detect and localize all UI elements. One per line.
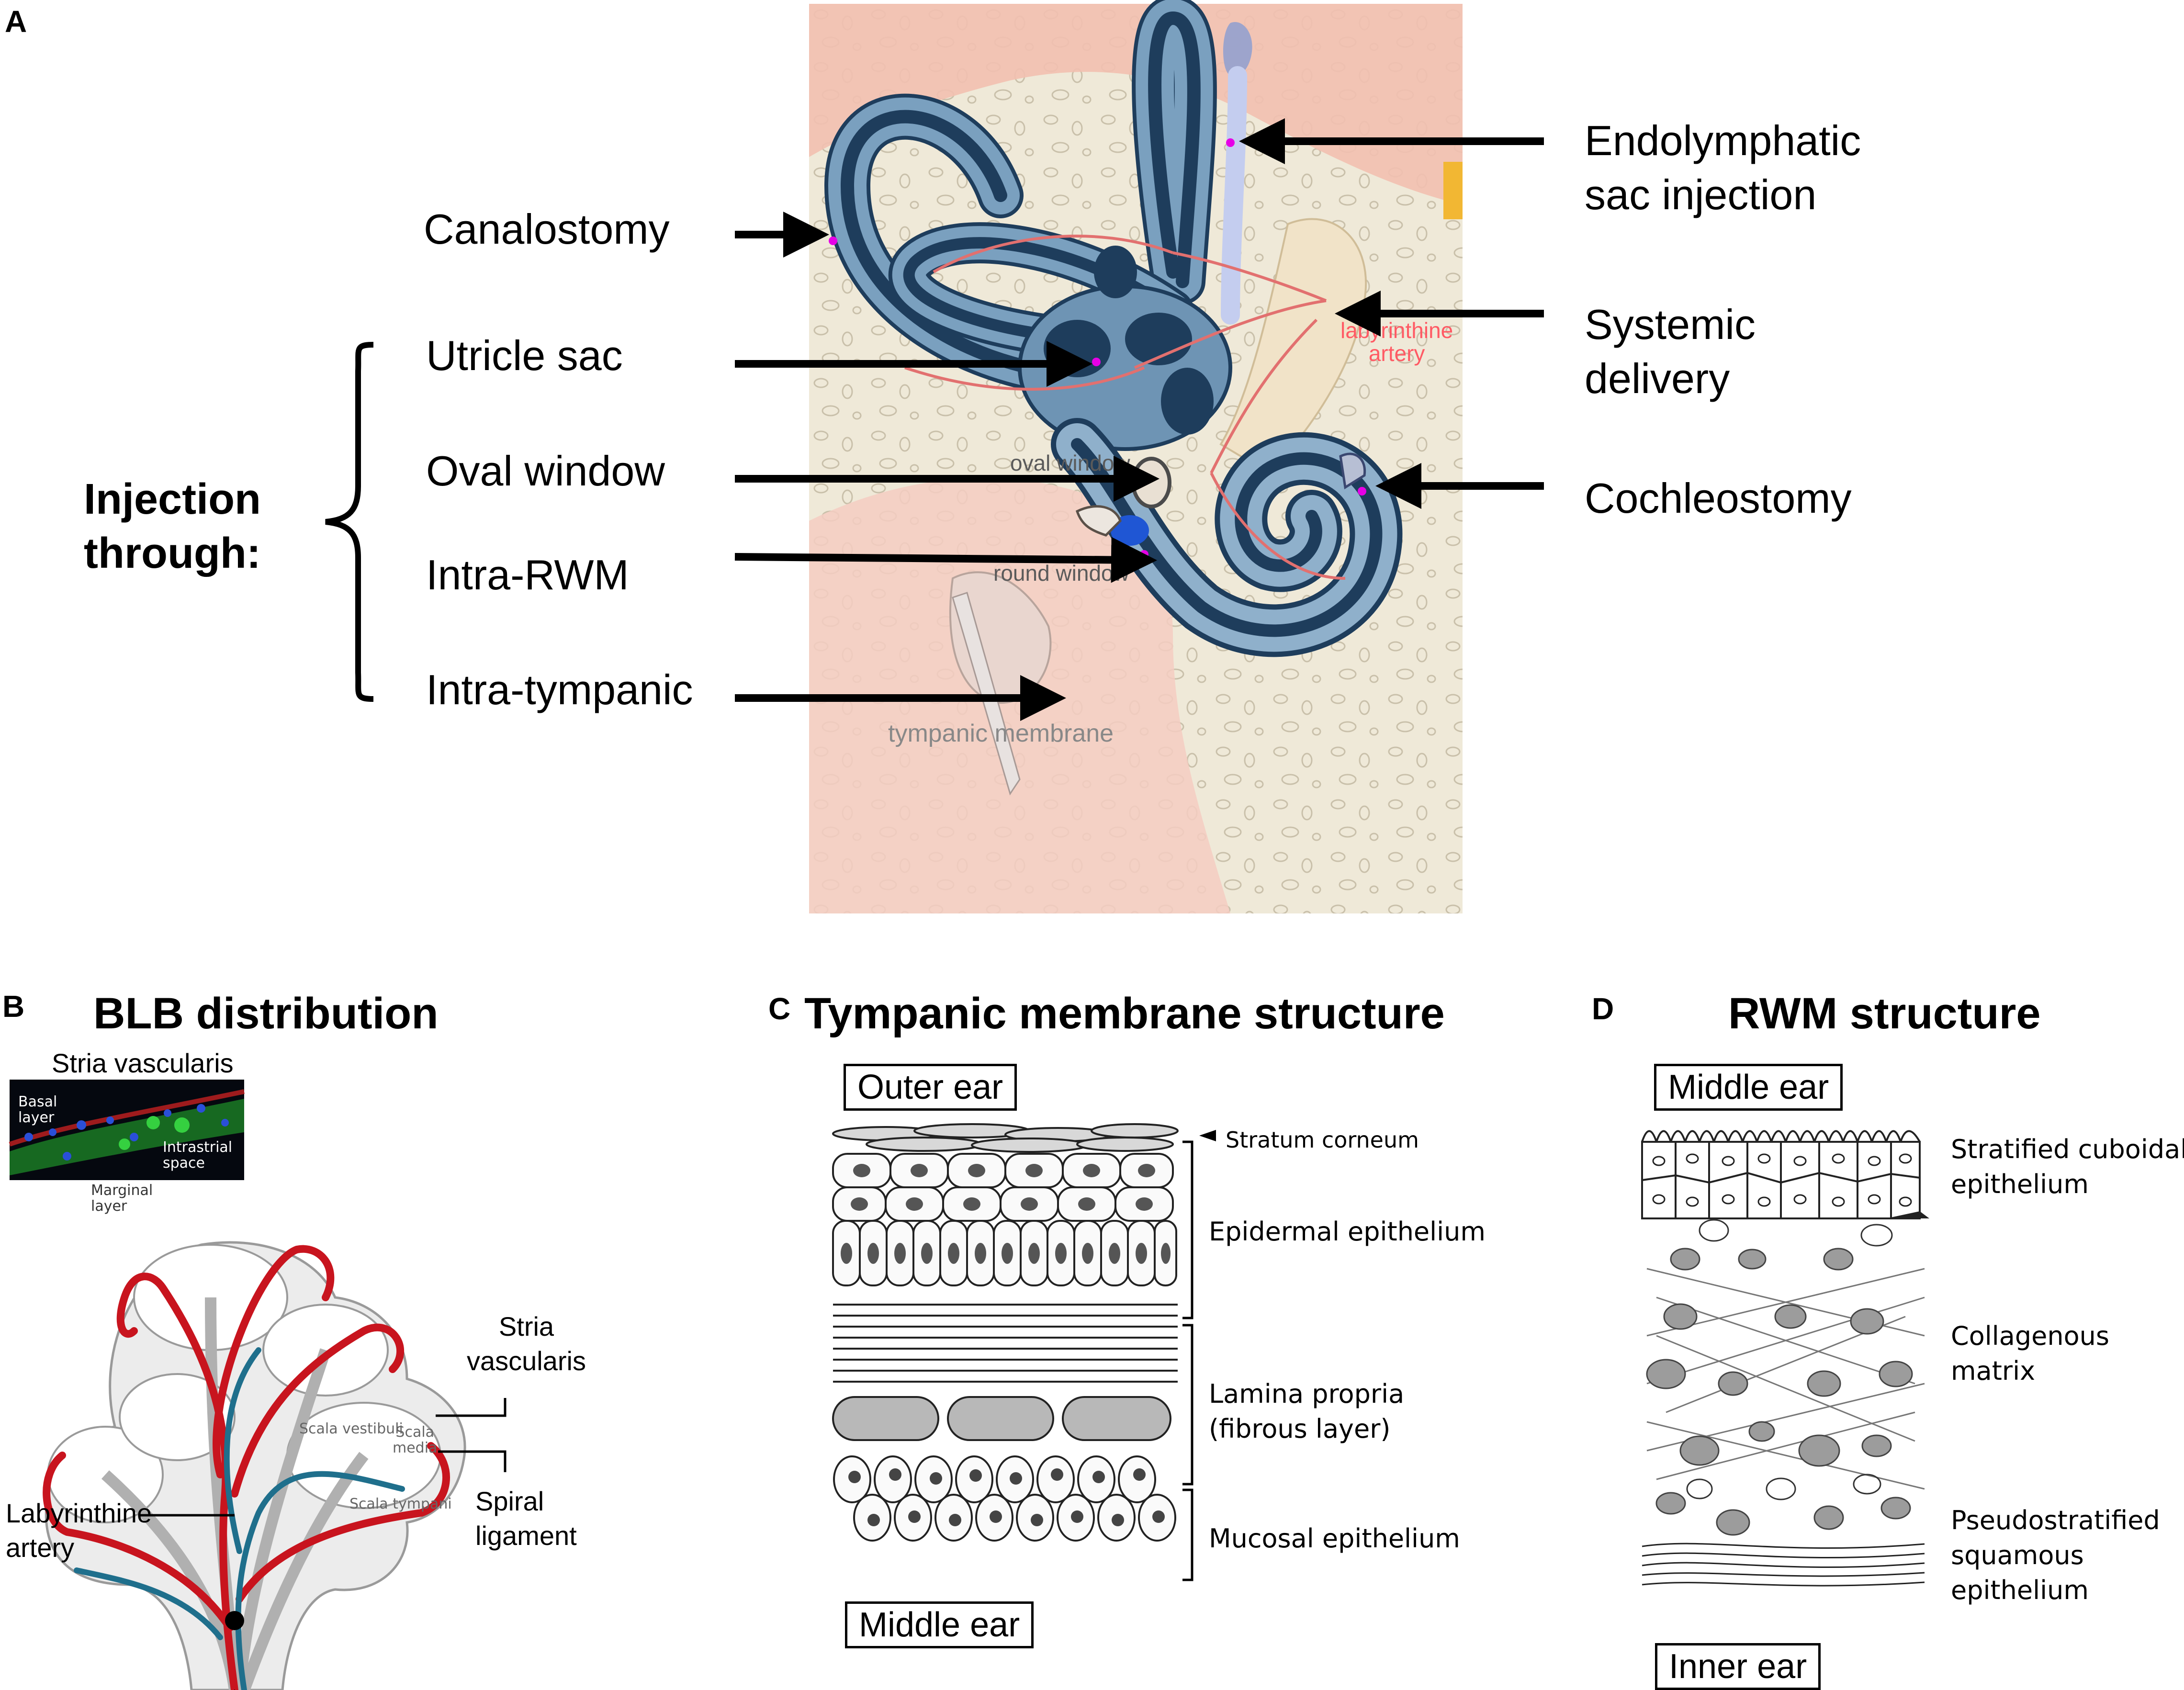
pseudostratified-line-3: epithelium <box>1951 1575 2089 1605</box>
lamina-line-2: (fibrous layer) <box>1209 1413 1391 1444</box>
labyrinthine-artery-b-label: Labyrinthine artery <box>6 1496 152 1565</box>
labyrinthine-artery-line-2: artery <box>1368 341 1425 366</box>
scala-tympani-label: Scala tympani <box>349 1496 452 1512</box>
middle-ear-box-c: Middle ear <box>845 1601 1034 1648</box>
intrastrial-line-1: Intrastrial <box>163 1139 233 1156</box>
basal-line-1: Basal <box>18 1093 57 1110</box>
scala-media-line-1: Scala <box>395 1424 435 1441</box>
scala-media-line-2: media <box>393 1440 438 1456</box>
intra-tympanic-label: Intra-tympanic <box>426 666 693 713</box>
marginal-line-1: Marginal <box>91 1182 153 1199</box>
spiral-ligament-label: Spiral ligament <box>475 1484 577 1553</box>
panel-b-callouts <box>0 1293 574 1604</box>
lamina-propria-label: Lamina propria (fibrous layer) <box>1209 1377 1404 1447</box>
panel-a-arrows <box>734 118 1544 721</box>
collagenous-line-1: Collagenous <box>1951 1321 2109 1351</box>
endolymphatic-line-1: Endolymphatic <box>1585 117 1861 164</box>
injection-through-line-1: Injection <box>84 475 261 523</box>
systemic-line-2: delivery <box>1585 354 1730 402</box>
round-window-anatomy-label: round window <box>993 561 1129 586</box>
tympanic-layers-drawing <box>828 1120 1211 1599</box>
injection-through-label: Injection through: <box>84 473 261 580</box>
panel-d-letter: D <box>1592 991 1614 1026</box>
stratified-line-1: Stratified cuboidal <box>1951 1134 2184 1164</box>
cochlea-cross-section <box>10 1206 484 1690</box>
panel-b-letter: B <box>2 989 25 1024</box>
stria-line-2: vascularis <box>467 1345 586 1376</box>
stria-micrograph-inset: Basal layer Intrastrial space <box>9 1080 245 1180</box>
collagenous-line-2: matrix <box>1951 1355 2036 1386</box>
endolymphatic-line-2: sac injection <box>1585 170 1817 218</box>
marginal-layer-label: Marginal layer <box>91 1183 153 1214</box>
endolymphatic-sac-label: Endolymphatic sac injection <box>1585 114 1861 222</box>
rwm-layers-drawing <box>1637 1115 1929 1642</box>
utricle-sac-label: Utricle sac <box>426 332 623 379</box>
stratified-cuboidal-label: Stratified cuboidal epithelium <box>1951 1132 2184 1202</box>
spiral-line-1: Spiral <box>475 1486 544 1516</box>
basal-line-2: layer <box>18 1109 55 1126</box>
scala-media-label: Scala media <box>393 1424 437 1456</box>
pseudostratified-label: Pseudostratified squamous epithelium <box>1951 1503 2160 1608</box>
oval-window-label: Oval window <box>426 447 665 495</box>
intra-rwm-label: Intra-RWM <box>426 551 629 598</box>
inner-ear-box: Inner ear <box>1655 1643 1821 1690</box>
scala-vestibuli-label: Scala vestibuli <box>299 1420 403 1437</box>
intrastrial-space-label: Intrastrial space <box>163 1139 232 1171</box>
panel-c-brackets <box>1173 1125 1230 1604</box>
labyrinthine-b-line-1: Labyrinthine <box>6 1498 152 1528</box>
oval-window-anatomy-label: oval window <box>1010 451 1130 475</box>
tympanic-membrane-anatomy-label: tympanic membrane <box>888 720 1114 747</box>
middle-ear-box-d: Middle ear <box>1654 1064 1843 1111</box>
panel-c-letter: C <box>768 991 791 1026</box>
panel-c-title: Tympanic membrane structure <box>804 989 1445 1038</box>
panel-a-letter: A <box>5 4 27 39</box>
stria-line-1: Stria <box>498 1311 554 1341</box>
panel-b-title: BLB distribution <box>93 989 439 1038</box>
outer-ear-box: Outer ear <box>844 1064 1017 1111</box>
stratum-corneum-label: Stratum corneum <box>1226 1127 1419 1153</box>
curly-brace <box>321 342 378 702</box>
intrastrial-line-2: space <box>163 1155 205 1172</box>
epidermal-label: Epidermal epithelium <box>1209 1217 1486 1247</box>
mucosal-label: Mucosal epithelium <box>1209 1523 1460 1554</box>
pseudostratified-line-2: squamous <box>1951 1540 2084 1570</box>
collagenous-matrix-label: Collagenous matrix <box>1951 1319 2109 1389</box>
systemic-delivery-label: Systemic delivery <box>1585 298 1756 406</box>
inset-title: Stria vascularis <box>52 1048 234 1078</box>
panel-d-title: RWM structure <box>1728 989 2041 1038</box>
marginal-line-2: layer <box>91 1198 127 1215</box>
stratified-line-2: epithelium <box>1951 1169 2089 1199</box>
pseudostratified-line-1: Pseudostratified <box>1951 1505 2160 1535</box>
labyrinthine-b-line-2: artery <box>6 1532 75 1563</box>
cochleostomy-label: Cochleostomy <box>1585 474 1852 522</box>
spiral-line-2: ligament <box>475 1520 577 1551</box>
injection-through-line-2: through: <box>84 529 261 577</box>
systemic-line-1: Systemic <box>1585 301 1756 348</box>
canalostomy-label: Canalostomy <box>424 205 670 253</box>
lamina-line-1: Lamina propria <box>1209 1379 1405 1409</box>
stria-vascularis-label: Stria vascularis <box>467 1309 586 1378</box>
basal-layer-label: Basal layer <box>18 1094 57 1126</box>
